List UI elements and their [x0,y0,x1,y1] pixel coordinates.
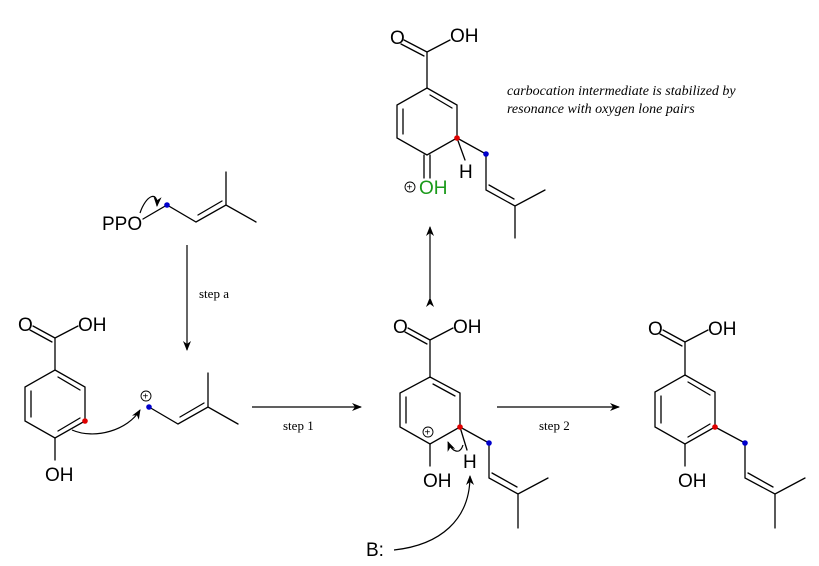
prenylated-product: O OH OH [648,319,806,529]
red-atom-marker [712,424,718,430]
carbonyl-oxygen: O [393,317,408,338]
hydroxyl-label: OH [450,26,479,47]
blue-atom-marker [146,404,152,410]
arenium-intermediate: O OH + OH H B: [366,317,549,561]
4-hydroxybenzoic-acid: O OH OH [18,315,141,486]
positive-charge-icon [422,426,434,438]
base-attack-arrow [393,475,474,551]
step-a-label: step a [199,286,229,301]
ppo-label: PPO [102,214,142,235]
dimethylallyl-pyrophosphate: PPO [102,171,257,235]
carbonyl-oxygen: O [18,315,33,336]
base-label: B: [366,540,384,561]
annotation-line-2: resonance with oxygen lone pairs [507,102,695,117]
protonated-oh-label: OH [419,178,448,199]
carbonyl-oxygen: O [648,319,663,340]
hydrogen-label: H [459,162,473,183]
hydroxyl-label: OH [78,315,107,336]
positive-charge-icon [140,390,152,402]
blue-atom-marker [742,440,748,446]
blue-atom-marker [486,440,492,446]
red-atom-marker [457,424,463,430]
hydroxyl-label: OH [453,317,482,338]
carbonyl-oxygen: O [390,28,405,49]
phenol-oh-label: OH [45,465,74,486]
hydrogen-label: H [463,452,477,473]
resonance-structure-oxocarbenium: O OH H + OH [390,26,546,239]
red-atom-marker [82,418,88,424]
allylic-carbocation: + [140,372,239,425]
step-2-label: step 2 [539,418,570,433]
step-1-label: step 1 [283,418,314,433]
annotation-line-1: carbocation intermediate is stabilized b… [507,84,736,99]
positive-charge-sign: + [407,183,413,194]
red-atom-marker [454,135,460,141]
curved-electron-arrow [447,441,464,452]
curved-electron-arrow [71,409,141,435]
positive-charge-sign: + [143,392,149,403]
curved-electron-arrow [139,195,162,214]
blue-atom-marker [483,151,489,157]
hydroxyl-label: OH [708,319,737,340]
positive-charge-sign: + [425,428,431,439]
positive-charge-icon [404,181,416,193]
phenol-oh-label: OH [423,471,452,492]
blue-atom-marker [164,202,170,208]
phenol-oh-label: OH [678,471,707,492]
